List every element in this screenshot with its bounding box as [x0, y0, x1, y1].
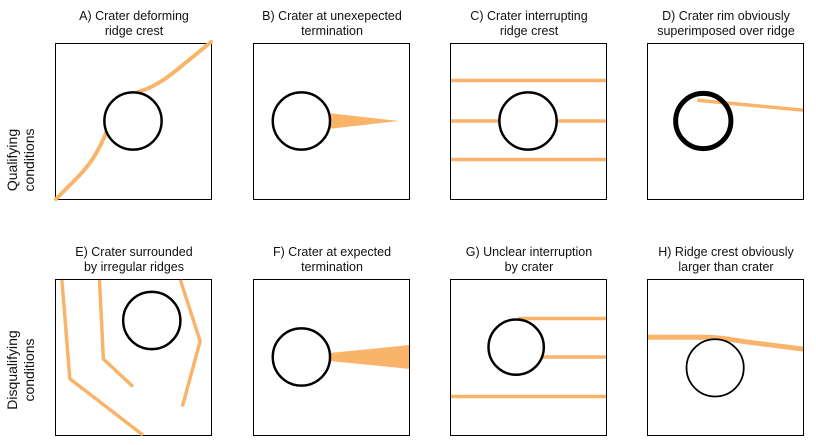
crater — [487, 318, 546, 377]
panel-c-diagram — [451, 78, 606, 162]
panel-title-g: G) Unclear interruption by crater — [429, 245, 629, 274]
crater — [673, 90, 734, 152]
panel-e-diagram — [60, 279, 202, 437]
panel-f-diagram — [271, 327, 409, 387]
panel-c — [450, 43, 607, 200]
panel-title-a: A) Crater deforming ridge crest — [34, 9, 234, 38]
ridge-crest — [329, 113, 400, 129]
panel-title-line: ridge crest — [499, 23, 559, 38]
panel-g-diagram — [451, 316, 606, 399]
panel-title-line: B) Crater at unexepected — [262, 9, 402, 23]
row-label-line: conditions — [21, 128, 37, 192]
panel-title-line: termination — [301, 259, 363, 274]
panel-title-d: D) Crater rim obviously superimposed ove… — [626, 9, 816, 38]
panel-title-line: G) Unclear interruption — [465, 245, 593, 259]
ridge-crest — [329, 345, 409, 369]
panel-e — [55, 279, 212, 437]
panel-g — [450, 279, 607, 436]
crater — [685, 338, 745, 398]
panel-a — [54, 40, 213, 201]
panel-title-line: ridge crest — [104, 23, 164, 38]
panel-title-line: by crater — [504, 259, 554, 274]
ridge-crest — [648, 334, 804, 352]
row-label-line: Disqualifying — [4, 330, 20, 410]
panel-title-b: B) Crater at unexepected termination — [232, 9, 432, 38]
row-label-line: conditions — [21, 338, 37, 402]
panel-title-line: superimposed over ridge — [657, 23, 795, 38]
row-label-qualifying: Qualifying conditions — [4, 120, 38, 200]
panel-title-e: E) Crater surrounded by irregular ridges — [34, 245, 234, 274]
panel-title-line: E) Crater surrounded — [75, 245, 193, 259]
panel-title-line: A) Crater deforming — [79, 9, 189, 23]
crater — [121, 290, 182, 351]
panel-d — [647, 43, 804, 200]
panel-b — [253, 43, 410, 200]
panel-h — [647, 279, 804, 436]
row-label-disqualifying: Disqualifying conditions — [4, 330, 38, 410]
ridge-crest — [178, 279, 202, 407]
crater — [271, 91, 332, 151]
row-label-line: Qualifying — [4, 128, 20, 192]
panel-title-line: by irregular ridges — [83, 259, 185, 274]
crater — [103, 91, 163, 151]
panel-b-diagram — [271, 91, 400, 151]
panel-title-h: H) Ridge crest obviously larger than cra… — [626, 245, 816, 274]
panel-title-line: C) Crater interrupting — [470, 9, 588, 23]
panel-d-diagram — [673, 90, 804, 152]
ridge-crest — [60, 279, 144, 437]
crater — [271, 327, 332, 387]
panel-title-line: F) Crater at expected — [272, 245, 392, 259]
ridge-crest — [97, 279, 135, 388]
panel-title-line: H) Ridge crest obviously — [658, 245, 794, 259]
panel-h-diagram — [648, 334, 804, 398]
panel-title-line: D) Crater rim obviously — [662, 9, 790, 23]
panel-f — [253, 279, 410, 436]
panel-a-diagram — [54, 40, 213, 201]
panel-title-line: termination — [301, 23, 363, 38]
crater — [498, 91, 558, 151]
ridge-crest — [697, 98, 804, 112]
panel-title-line: larger than crater — [678, 259, 774, 274]
panel-title-c: C) Crater interrupting ridge crest — [429, 9, 629, 38]
panel-title-f: F) Crater at expected termination — [232, 245, 432, 274]
